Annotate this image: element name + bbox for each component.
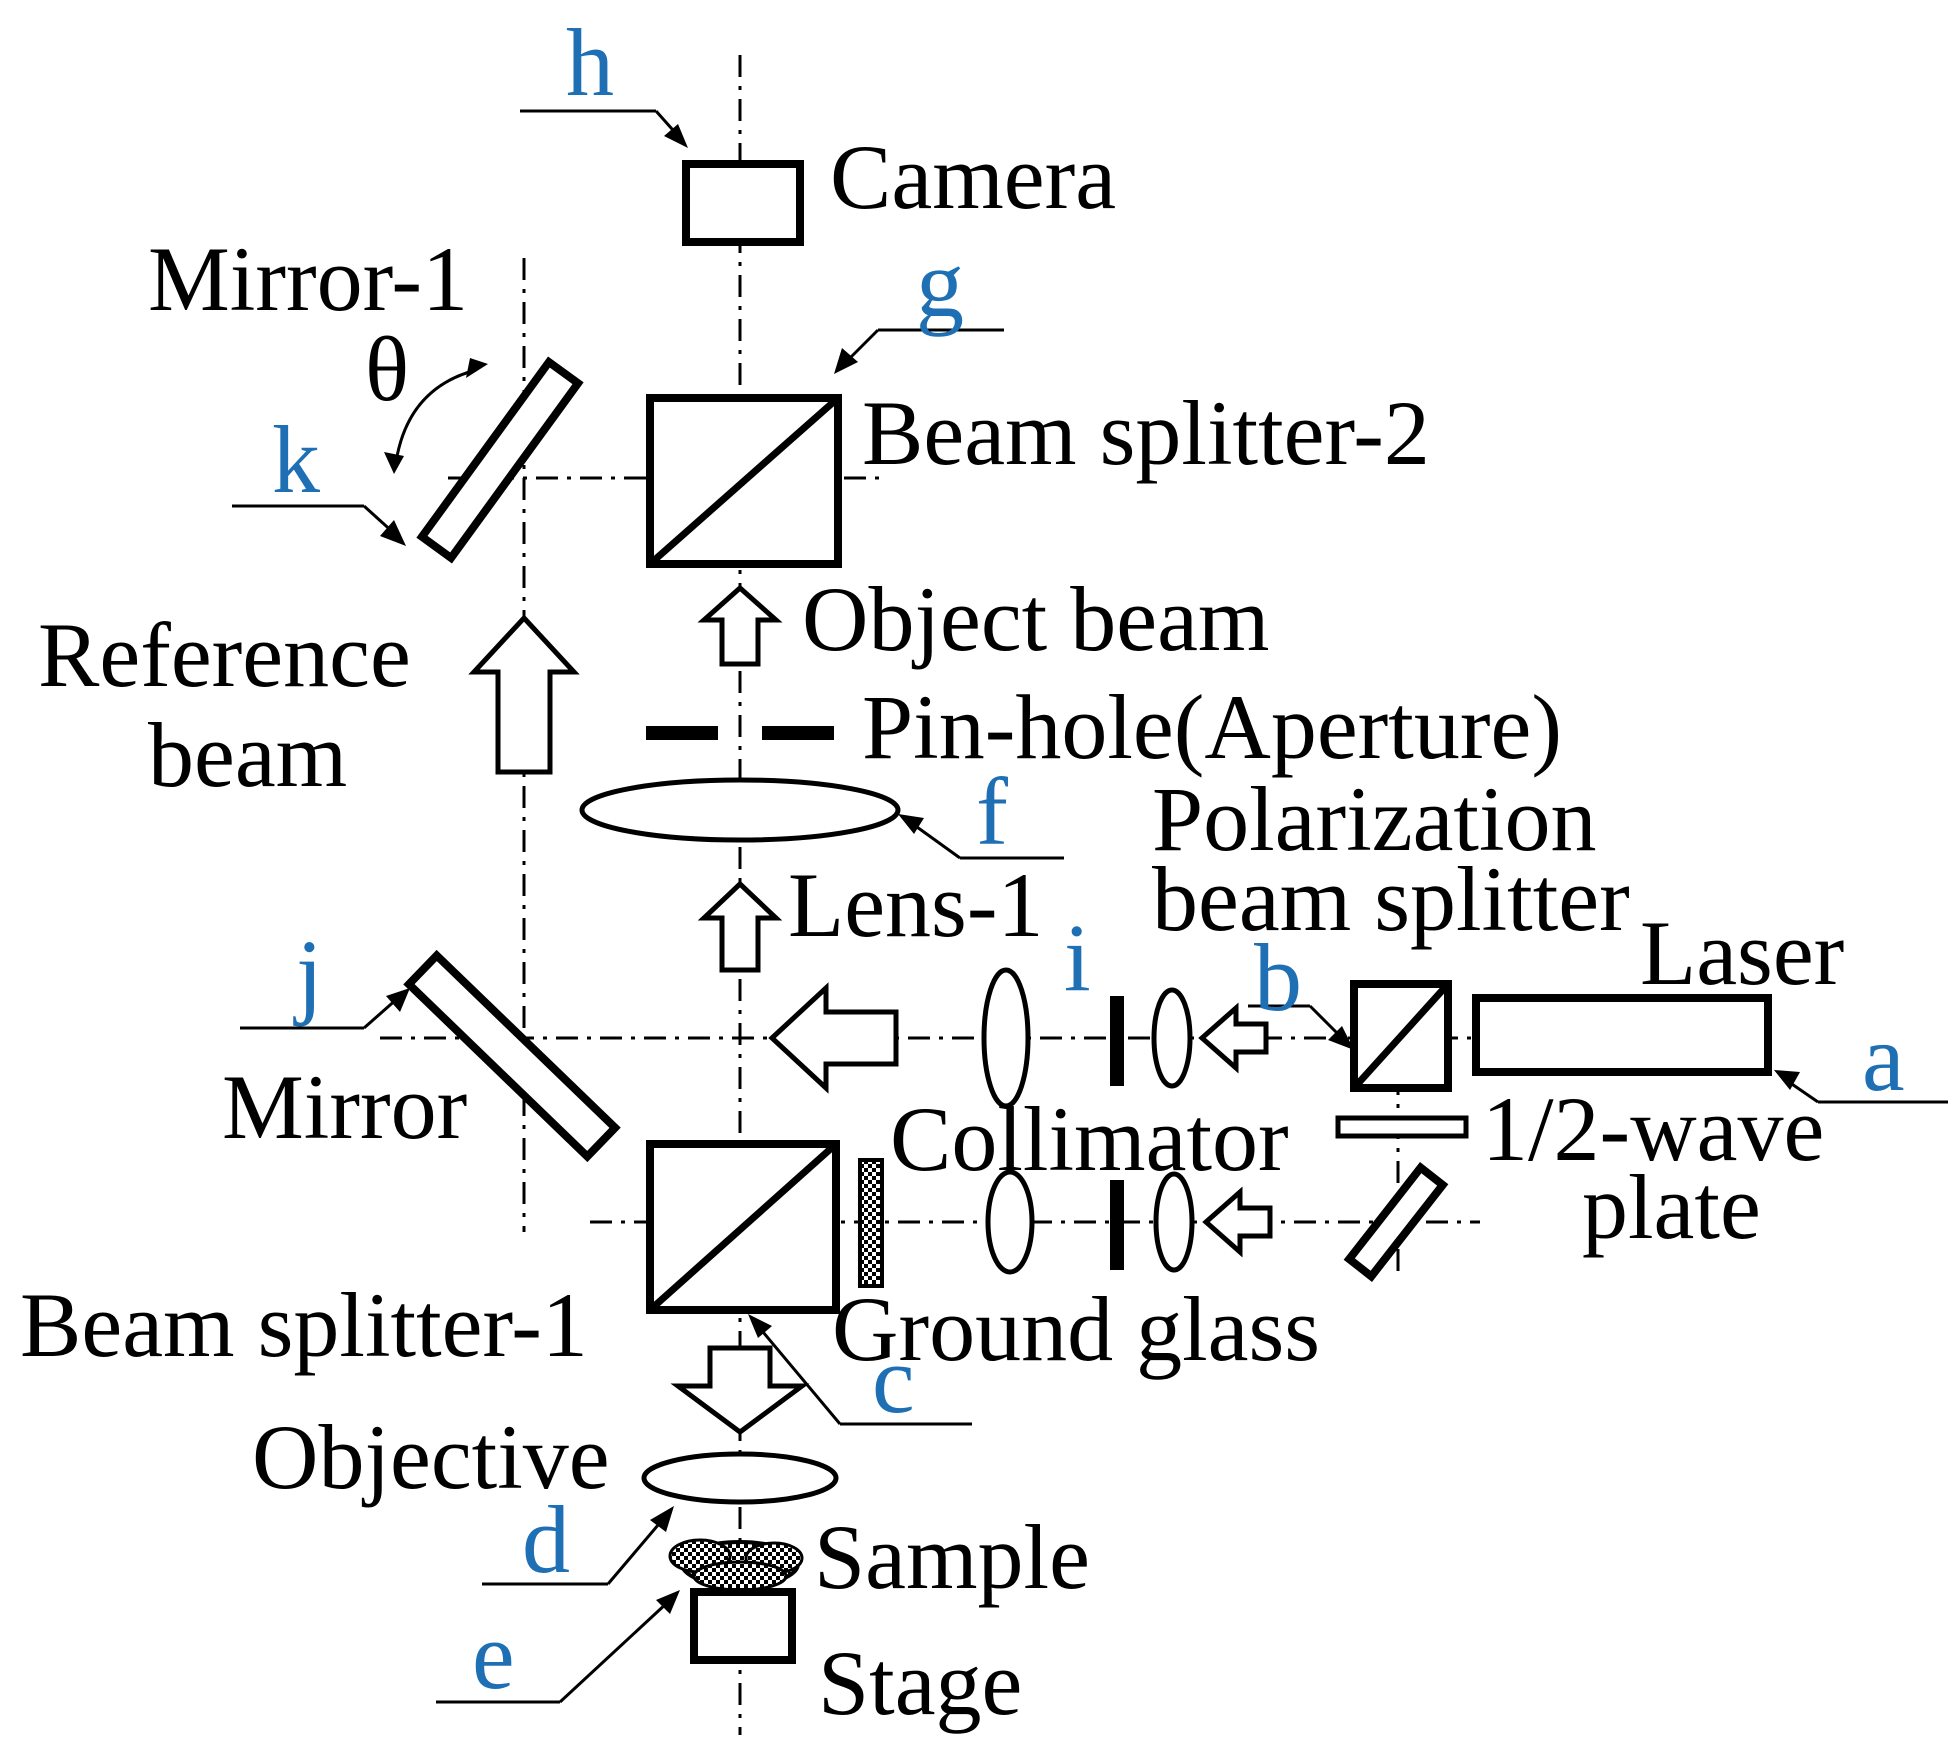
half-wave-plate — [1335, 1115, 1469, 1139]
leader-j — [240, 988, 410, 1030]
polarization-beam-splitter — [1350, 980, 1452, 1092]
reference-beam-arrow-icon — [468, 614, 580, 775]
reference-beam-label-line1: Reference — [38, 604, 411, 706]
letter-b: b — [1254, 924, 1302, 1031]
upper-lens-small — [1151, 987, 1193, 1089]
letter-g: g — [916, 230, 964, 337]
leader-d — [482, 1506, 674, 1586]
stage — [690, 1588, 796, 1664]
laser-label: Laser — [1640, 902, 1844, 1004]
theta-label: θ — [365, 318, 409, 420]
letter-c: c — [872, 1326, 915, 1433]
lower-collimator-lens — [985, 1169, 1035, 1275]
letter-f: f — [976, 758, 1008, 865]
ground-glass — [858, 1158, 884, 1288]
tilted-plate — [1343, 1162, 1449, 1282]
leader-b — [1248, 1004, 1354, 1050]
polarization-label-line2: beam splitter — [1152, 848, 1630, 950]
lower-small-arrow-icon — [1202, 1186, 1273, 1258]
lens-1 — [579, 777, 901, 843]
object-beam-arrow-icon — [697, 584, 783, 667]
leader-c — [748, 1314, 972, 1426]
leader-k — [232, 504, 406, 546]
leader-g — [834, 328, 1004, 374]
ground-glass-label: Ground glass — [832, 1278, 1320, 1380]
collimated-beam-arrow-icon — [768, 982, 899, 1094]
objective-lens — [641, 1451, 839, 1505]
lens-1-label: Lens-1 — [788, 854, 1043, 956]
half-wave-label-line1: 1/2-wave — [1482, 1078, 1824, 1180]
beam-splitter-2-label: Beam splitter-2 — [862, 382, 1430, 484]
pin-hole — [646, 726, 834, 740]
polarization-label-line1: Polarization — [1152, 768, 1597, 870]
mirror-label: Mirror — [222, 1056, 467, 1158]
mirror — [403, 949, 621, 1163]
lower-lens-small — [1153, 1171, 1195, 1273]
down-arrow-icon — [670, 1345, 810, 1436]
mirror-1-label: Mirror-1 — [148, 228, 468, 330]
objective-label: Objective — [252, 1406, 610, 1508]
letter-d: d — [522, 1486, 570, 1593]
camera-box — [682, 160, 804, 246]
leader-f — [898, 814, 1064, 860]
laser — [1472, 994, 1772, 1076]
object-beam-label: Object beam — [802, 568, 1269, 670]
upper-collimator-lens — [981, 967, 1031, 1109]
sample-label: Sample — [814, 1506, 1090, 1608]
letter-e: e — [472, 1602, 515, 1709]
leader-a — [1774, 1070, 1948, 1104]
letter-i: i — [1064, 904, 1091, 1011]
leader-h — [520, 109, 688, 148]
leader-e — [436, 1590, 680, 1704]
lens-arrow-icon — [697, 880, 783, 973]
letter-k: k — [272, 406, 320, 513]
camera-label: Camera — [830, 126, 1116, 228]
mirror-1 — [416, 356, 584, 564]
reference-beam-label-line2: beam — [148, 704, 347, 806]
collimator-label: Collimator — [890, 1088, 1289, 1190]
beam-splitter-2 — [646, 394, 842, 568]
theta-arc-icon — [384, 358, 488, 474]
half-wave-label-line2: plate — [1582, 1156, 1761, 1258]
upper-small-arrow-icon — [1198, 1002, 1269, 1074]
upper-aperture — [1110, 996, 1124, 1086]
letter-j: j — [293, 920, 323, 1027]
letter-h: h — [566, 9, 614, 116]
letter-a: a — [1862, 1004, 1905, 1111]
beam-splitter-1 — [646, 1140, 840, 1314]
pin-hole-label: Pin-hole(Aperture) — [862, 676, 1562, 778]
beam-splitter-1-label: Beam splitter-1 — [20, 1274, 588, 1376]
stage-label: Stage — [818, 1632, 1022, 1734]
sample — [668, 1538, 804, 1592]
lower-aperture — [1110, 1180, 1124, 1270]
